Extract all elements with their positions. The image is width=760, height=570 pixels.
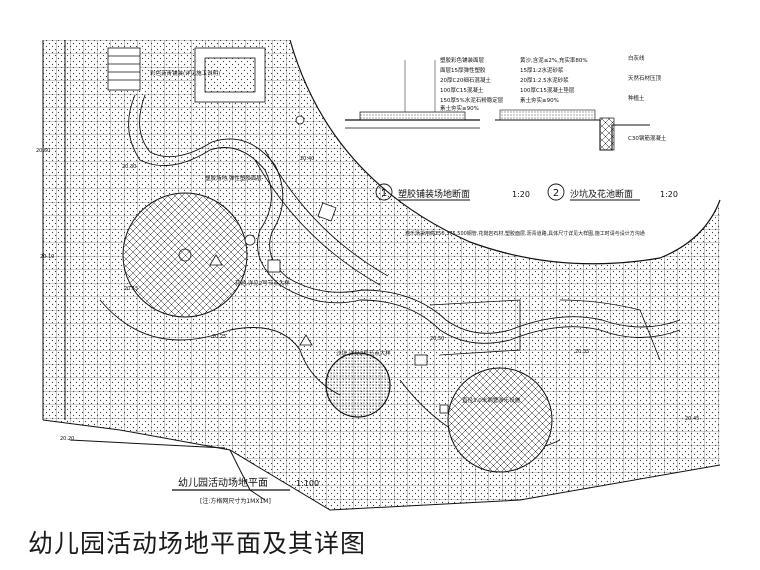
- svg-text:20.50: 20.50: [430, 336, 444, 342]
- svg-text:100厚C15混凝土: 100厚C15混凝土: [440, 86, 484, 94]
- svg-text:20.40: 20.40: [300, 156, 314, 162]
- svg-text:100厚C15混凝土垫层: 100厚C15混凝土垫层: [520, 86, 575, 94]
- curb-bands: [254, 149, 661, 361]
- plan-title: 幼儿园活动场地平面: [178, 476, 268, 489]
- svg-text:花池,详见2号节点大样: 花池,详见2号节点大样: [235, 279, 290, 287]
- svg-text:素土夯实≥90%: 素土夯实≥90%: [440, 104, 479, 112]
- svg-text:彩色沥青铺装(详见施工说明): 彩色沥青铺装(详见施工说明): [150, 69, 220, 77]
- section-2-notes: 黄沙,含泥≤2%,充实率80% 15厚1:2水泥砂浆 20厚1:2.5水泥砂浆 …: [520, 54, 667, 142]
- elevation-marks: 20.60 20.10 20.30 20.15 20.25 20.40 20.2…: [36, 148, 699, 442]
- svg-text:塑胶彩色铺装面层: 塑胶彩色铺装面层: [440, 56, 485, 64]
- svg-text:20厚1:2.5水泥砂浆: 20厚1:2.5水泥砂浆: [520, 76, 569, 84]
- stair-block: [107, 47, 266, 103]
- svg-text:C30钢筋混凝土: C30钢筋混凝土: [628, 134, 667, 142]
- section-2-detail: 2 沙坑及花池断面 1:20: [495, 109, 678, 201]
- plan-title-block: 幼儿园活动场地平面 1:100 [注:方格网尺寸为1MX1M]: [172, 476, 319, 505]
- section-1-name: 塑胶铺装场地断面: [398, 188, 470, 200]
- svg-text:天然石材压顶: 天然石材压顶: [628, 74, 662, 82]
- svg-text:20.30: 20.30: [122, 164, 136, 170]
- svg-text:20.25: 20.25: [212, 334, 226, 340]
- svg-text:20.15: 20.15: [124, 286, 138, 292]
- plan-notes: 彩色沥青铺装(详见施工说明) 塑胶场地,弹性塑胶面层 沙坑,详见2号节点大样 花…: [150, 69, 521, 404]
- page-title: 幼儿园活动场地平面及其详图: [28, 529, 367, 558]
- play-circle-right: [447, 367, 553, 473]
- svg-text:15厚1:2水泥砂浆: 15厚1:2水泥砂浆: [520, 66, 564, 74]
- section-1-number: 1: [381, 188, 387, 199]
- svg-text:游乐场采用高250,375,500钢管,花岗岩石材,塑胶面层: 游乐场采用高250,375,500钢管,花岗岩石材,塑胶面层,沥青道路,具体尺寸…: [405, 230, 645, 237]
- section-2-name: 沙坑及花池断面: [570, 188, 633, 200]
- site-boundary: [42, 39, 721, 511]
- svg-text:白灰线: 白灰线: [628, 54, 645, 62]
- svg-text:塑胶场地,弹性塑胶面层: 塑胶场地,弹性塑胶面层: [205, 174, 262, 182]
- section-1-scale: 1:20: [512, 190, 530, 199]
- sandpit-circle: [325, 352, 391, 418]
- svg-text:20.10: 20.10: [40, 254, 54, 260]
- svg-text:黄沙,含泥≤2%,充实率80%: 黄沙,含泥≤2%,充实率80%: [520, 56, 588, 64]
- section-2-number: 2: [553, 188, 559, 199]
- play-circle-large: [122, 192, 248, 318]
- center-note: 游乐场采用高250,375,500钢管,花岗岩石材,塑胶面层,沥青道路,具体尺寸…: [405, 230, 645, 237]
- svg-text:20厚C20细石混凝土: 20厚C20细石混凝土: [440, 76, 491, 84]
- section-1-notes: 塑胶彩色铺装面层 面层15厚弹性塑胶 20厚C20细石混凝土 100厚C15混凝…: [440, 56, 504, 112]
- svg-text:直径3.0米钢管游乐设施: 直径3.0米钢管游乐设施: [462, 396, 521, 404]
- svg-text:沙坑,详见2号节点大样: 沙坑,详见2号节点大样: [336, 349, 391, 357]
- svg-text:素土夯实≥90%: 素土夯实≥90%: [520, 96, 559, 104]
- svg-text:20.20: 20.20: [60, 436, 74, 442]
- svg-text:20.35: 20.35: [575, 349, 589, 355]
- play-equipment: [209, 115, 449, 414]
- svg-text:种植土: 种植土: [628, 94, 645, 102]
- svg-text:20.60: 20.60: [36, 148, 50, 154]
- svg-text:20.45: 20.45: [685, 416, 699, 422]
- plan-scale: 1:100: [296, 479, 319, 488]
- svg-text:150厚5%水泥石粉稳定层: 150厚5%水泥石粉稳定层: [440, 96, 504, 104]
- section-1-detail: 1 塑胶铺装场地断面 1:20: [345, 60, 530, 201]
- grid-note: [注:方格网尺寸为1MX1M]: [200, 497, 271, 505]
- section-2-scale: 1:20: [660, 190, 678, 199]
- svg-text:面层15厚弹性塑胶: 面层15厚弹性塑胶: [440, 66, 486, 74]
